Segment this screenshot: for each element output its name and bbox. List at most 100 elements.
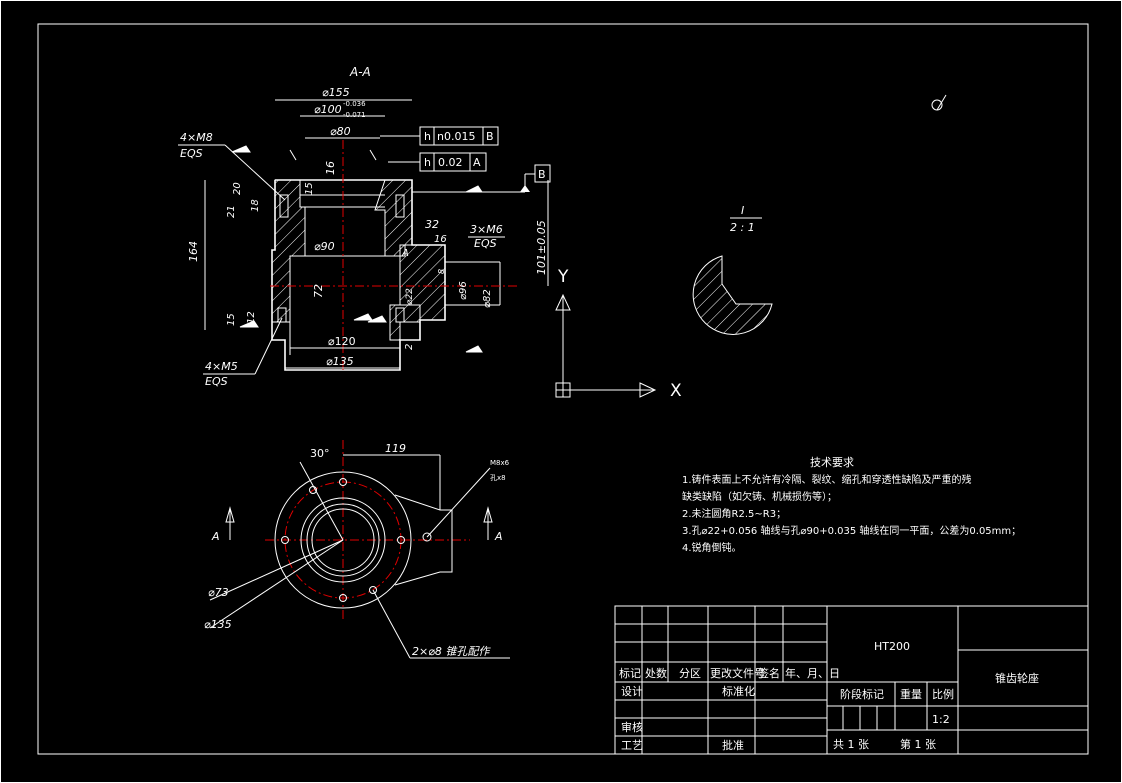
cut-label-right: A (494, 530, 503, 543)
cut-arrowhead-right (483, 506, 493, 523)
fcf-1: h n0.015 B (380, 126, 499, 146)
tb-sheet-no: 第 1 张 (900, 737, 936, 751)
thread-hole-right (395, 194, 405, 218)
note-4xm8: 4×M8 (180, 131, 213, 144)
dim-101: 101±0.05 (535, 220, 548, 275)
dim-72: 72 (312, 284, 325, 298)
datum-b-label: B (538, 168, 546, 181)
tb-design: 设计 (621, 685, 643, 698)
surface-finish-marks (231, 145, 483, 353)
dim-16: 16 (324, 161, 337, 175)
tech-title: 技术要求 (810, 456, 854, 469)
datum-b: B (412, 164, 551, 193)
dim-15b: 15 (226, 313, 237, 326)
dim-100-tol-upper: -0.036 (343, 100, 366, 108)
note-3xm6-eqs: EQS (474, 237, 497, 250)
angle-30: 30° (310, 447, 330, 460)
dim-15: 15 (304, 182, 315, 195)
side-hole (422, 532, 432, 542)
bore-1 (306, 503, 380, 577)
axis-y-label: Y (557, 267, 569, 287)
bolt-holes (281, 478, 405, 602)
tech-line-4: 3.孔⌀22+0.056 轴线与孔⌀90+0.035 轴线在同一平面，公差为0.… (682, 524, 1021, 537)
axis-indicator: Y X (555, 94, 947, 401)
fcf-1-ref: B (486, 130, 494, 143)
section-view: A-A ⌀155 ⌀100 -0.03 (178, 65, 551, 388)
fcf-2-value: 0.02 (438, 156, 463, 169)
fcf-1-symbol: h (424, 130, 431, 143)
leader-4xm8-b (224, 144, 286, 201)
tech-line-3: 2.未注圆角R2.5~R3； (682, 507, 786, 520)
thread-hole-bottom-left (277, 307, 287, 323)
note-m8x6: M8x6 (490, 459, 510, 467)
dim-135-top: ⌀135 (204, 618, 232, 631)
detail-label: I (741, 204, 744, 217)
dim-12: 12 (246, 311, 257, 324)
tech-line-5: 4.锐角倒钝。 (682, 541, 742, 554)
tb-mark: 标记 (619, 666, 641, 680)
technical-requirements: 技术要求 1.铸件表面上不允许有冷隔、裂纹、缩孔和穿透性缺陷及严重的残 缺类缺陷… (682, 456, 1021, 554)
dim-21: 21 (226, 205, 237, 218)
bore-2 (311, 508, 375, 572)
tb-change-doc: 更改文件号 (710, 666, 765, 680)
dim-100: ⌀100 (314, 103, 342, 116)
dim-90: ⌀90 (314, 240, 335, 253)
dim-155: ⌀155 (322, 86, 350, 99)
fcf-1-value: n0.015 (437, 130, 475, 143)
inner-frame (37, 23, 1089, 755)
tech-line-2: 缺类缺陷（如欠铸、机械损伤等）； (682, 490, 837, 503)
roughness-symbol-tick (936, 94, 947, 111)
angle-ray (299, 461, 344, 541)
dim-119: 119 (385, 442, 406, 455)
cut-label-left: A (211, 530, 220, 543)
tb-sheets-total: 共 1 张 (833, 738, 869, 751)
dim-73: ⌀73 (208, 586, 229, 599)
detail-section (692, 255, 773, 335)
note-2x8: 2×⌀8 锥孔配作 (412, 645, 491, 658)
tb-date: 年、月、日 (785, 666, 840, 680)
tb-count: 处数 (645, 667, 667, 680)
fcf-2-ref: A (473, 156, 481, 169)
note-4xm5-eqs: EQS (205, 375, 228, 388)
leader-m8 (426, 467, 491, 538)
tb-material: HT200 (874, 640, 910, 653)
dim-82: ⌀82 (482, 289, 493, 308)
dim-20: 20 (232, 182, 243, 195)
section-title: A-A (349, 65, 371, 79)
section-bottom-right (389, 304, 421, 341)
detail-view: I 2 : 1 (692, 204, 773, 335)
section-outline (271, 179, 446, 371)
bolt-circle (284, 481, 402, 599)
dim-100-tol-lower: -0.071 (343, 111, 366, 119)
fcf-2: h 0.02 A (388, 152, 487, 172)
dim-22: ⌀22 (405, 288, 415, 305)
note-hole-x8: 孔x8 (490, 474, 506, 482)
dim-32: 32 (425, 218, 439, 231)
tb-approve: 批准 (722, 738, 744, 752)
dim-120: ⌀120 (328, 335, 356, 348)
tb-review: 审核 (621, 720, 643, 734)
tb-zone: 分区 (679, 667, 701, 680)
dim-2: 2 (404, 344, 415, 350)
side-boss-outline (394, 494, 453, 586)
flange-outer (274, 471, 412, 609)
dim-18: 18 (250, 199, 261, 212)
hub-outer (300, 497, 386, 583)
fcf-2-symbol: h (424, 156, 431, 169)
leader-4xm5-b (254, 317, 283, 375)
detail-scale: 2 : 1 (730, 221, 755, 234)
leader-holes (372, 589, 411, 659)
leader-73 (209, 539, 344, 601)
dim-164: 164 (187, 241, 200, 262)
tb-stage: 阶段标记 (840, 687, 884, 701)
thread-hole-bottom-right (395, 307, 405, 323)
dim-16b: 16 (434, 234, 447, 245)
top-view: 119 30° ⌀73 ⌀135 2×⌀8 锥孔配作 M8x6 孔x8 A A (204, 440, 510, 659)
dim-80: ⌀80 (330, 125, 351, 138)
cut-arrowhead-left (225, 506, 235, 523)
tb-weight: 重量 (900, 687, 922, 701)
tb-part-name: 锥齿轮座 (995, 671, 1039, 685)
tb-scale-label: 比例 (932, 687, 954, 701)
